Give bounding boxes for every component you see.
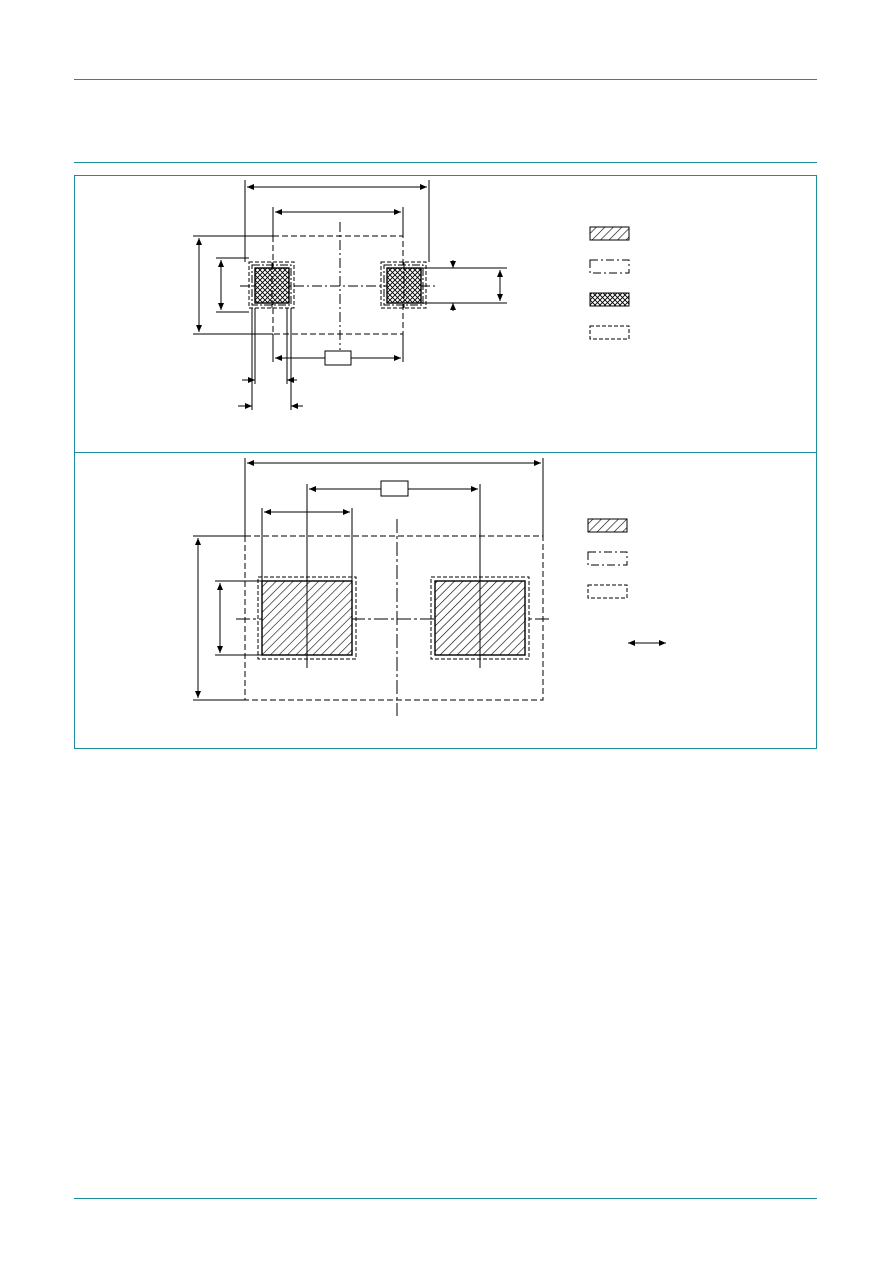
- top-pitch-box: [324, 350, 352, 366]
- legend-solder-land-swatch-2: [587, 518, 628, 533]
- top-right-resist: [380, 261, 427, 309]
- footer-rule: [74, 1198, 817, 1199]
- bottom-footprint: [193, 458, 552, 716]
- bottom-legend: [587, 518, 666, 646]
- figure-frame-bottom: [74, 452, 817, 749]
- top-footprint: [193, 180, 507, 410]
- legend-solder-paste-swatch: [589, 292, 630, 307]
- bottom-pitch-box: [380, 480, 409, 497]
- header-rule: [74, 79, 817, 80]
- top-legend: [589, 226, 630, 340]
- top-left-resist: [248, 261, 295, 309]
- section-rule: [74, 162, 817, 163]
- bottom-occupied-outline: [244, 535, 544, 701]
- legend-occupied-area-swatch-2: [587, 551, 628, 566]
- legend-solder-land-swatch: [589, 226, 630, 241]
- legend-solder-resist-swatch: [589, 325, 630, 340]
- legend-solder-resist-swatch-2: [587, 584, 628, 599]
- legend-occupied-area-swatch: [589, 259, 630, 274]
